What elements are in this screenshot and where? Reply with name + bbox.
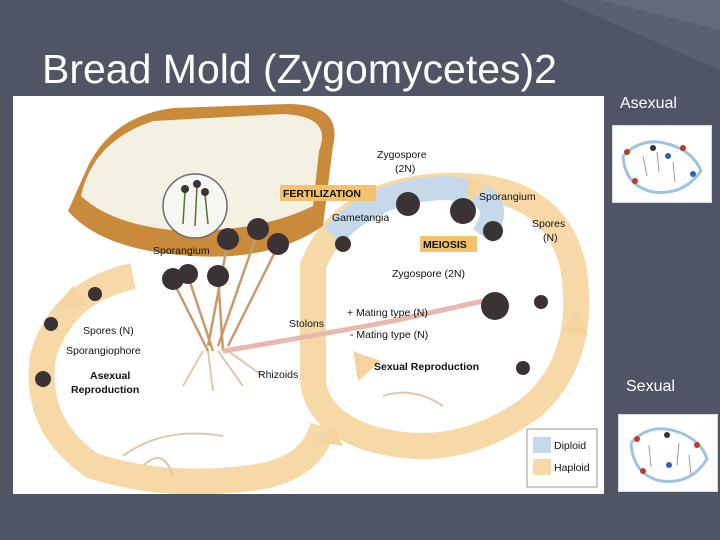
- cycle-arrow: [468, 174, 488, 202]
- zygospores: [335, 192, 509, 320]
- label-asexual-reproduction: Asexual: [90, 370, 130, 382]
- label-spores-left: Spores (N): [83, 325, 134, 337]
- rhizoids: [122, 350, 444, 477]
- legend-haploid-label: Haploid: [554, 462, 590, 474]
- fertilization-box: [280, 185, 376, 201]
- label-spores-right-ploidy: (N): [543, 232, 558, 244]
- label-mating-plus: + Mating type (N): [347, 307, 428, 319]
- cycle-arrow: [313, 426, 343, 446]
- label-zygospore-top: Zygospore: [377, 149, 427, 161]
- sexual-thumbnail-image: [629, 427, 709, 484]
- slide-title: Bread Mold (Zygomycetes)2: [42, 46, 557, 92]
- stolon: [222, 298, 484, 354]
- cycle-arrow: [353, 351, 381, 381]
- cycle-arrow: [58, 286, 88, 306]
- asexual-thumbnail-image: [621, 140, 703, 195]
- label-gametangia: Gametangia: [332, 212, 389, 224]
- label-spores-right: Spores: [532, 218, 565, 230]
- magnified-mold-view: [162, 173, 228, 239]
- label-sporangium-right: Sporangium: [479, 191, 536, 203]
- meiosis-box: [420, 236, 477, 252]
- label-asexual-reproduction-2: Reproduction: [71, 384, 139, 396]
- asexual-label: Asexual: [620, 95, 677, 112]
- legend: Diploid Haploid: [526, 428, 598, 488]
- germinating-spores: [35, 287, 548, 387]
- asexual-thumbnail[interactable]: [612, 125, 712, 203]
- label-meiosis: MEIOSIS: [423, 239, 467, 251]
- sexual-cycle-ring-diploid: [324, 175, 504, 245]
- legend-haploid-swatch: [533, 459, 551, 475]
- label-rhizoids: Rhizoids: [258, 369, 298, 381]
- label-stolons: Stolons: [289, 318, 324, 330]
- cycle-arrow: [563, 311, 588, 336]
- sporangiophores: [171, 230, 280, 352]
- sexual-label: Sexual: [626, 378, 675, 395]
- label-mating-minus: - Mating type (N): [350, 329, 428, 341]
- label-sporangium-left: Sporangium: [153, 245, 210, 257]
- label-sporangiophore: Sporangiophore: [66, 345, 141, 357]
- asexual-cycle-ring: [28, 263, 336, 494]
- label-zygospore-2n: Zygospore (2N): [392, 268, 465, 280]
- legend-diploid-swatch: [533, 437, 551, 453]
- sexual-thumbnail[interactable]: [618, 414, 718, 492]
- label-sexual-reproduction: Sexual Reproduction: [374, 361, 479, 373]
- label-zygospore-top-ploidy: (2N): [395, 163, 415, 175]
- label-fertilization: FERTILIZATION: [283, 188, 361, 200]
- legend-diploid-label: Diploid: [554, 440, 586, 452]
- life-cycle-diagram: Zygospore (2N) FERTILIZATION Gametangia …: [13, 96, 604, 494]
- sporangia: [162, 218, 289, 290]
